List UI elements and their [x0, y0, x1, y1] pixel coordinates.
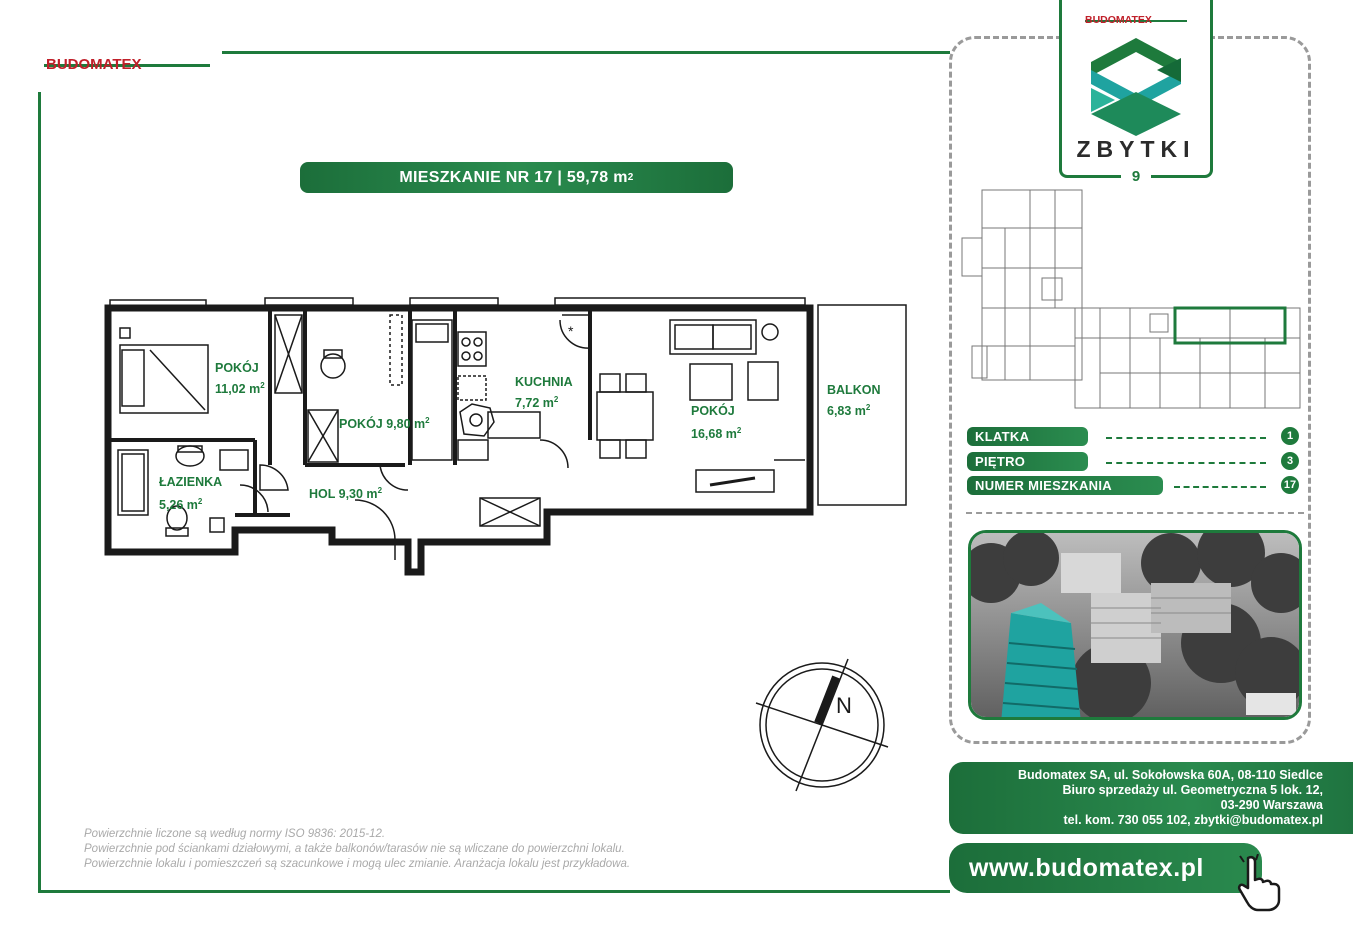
- room-bedroom2-name: POKÓJ 9,80 m2: [339, 416, 430, 432]
- info-label-pietro: PIĘTRO: [967, 452, 1088, 471]
- info-label-klatka: KLATKA: [967, 427, 1088, 446]
- zbytki-name: ZBYTKI: [1076, 136, 1196, 162]
- room-balcony-area: 6,83 m2: [827, 403, 871, 419]
- compass: N: [755, 658, 889, 792]
- note-line: Powierzchnie liczone są według normy ISO…: [84, 828, 386, 840]
- floor-plan: *: [104, 297, 907, 576]
- compass-north-label: N: [836, 693, 852, 718]
- info-value-klatka: 1: [1281, 427, 1299, 445]
- info-dash: [1174, 486, 1266, 488]
- room-living-area: 16,68 m2: [691, 426, 742, 442]
- room-bedroom1-area: 11,02 m2: [215, 381, 265, 397]
- frame-left-border: [38, 92, 41, 892]
- room-hall-name: HOL 9,30 m2: [309, 486, 383, 502]
- budomatex-logo: BUDOMATEX: [44, 56, 210, 73]
- apartment-title-text: MIESZKANIE NR 17 | 59,78 m: [399, 168, 628, 186]
- room-bathroom-name: ŁAZIENKA: [159, 475, 223, 489]
- info-value-pietro: 3: [1281, 452, 1299, 470]
- room-bedroom1-name: POKÓJ: [215, 361, 259, 375]
- zbytki-brand-box: [1059, 0, 1213, 178]
- room-balcony-name: BALKON: [827, 383, 881, 397]
- building-floor-thumbnail: [961, 189, 1301, 409]
- header-line: [222, 51, 950, 54]
- info-dash: [1106, 462, 1266, 464]
- room-kitchen-name: KUCHNIA: [515, 375, 573, 389]
- budomatex-small-logo: BUDOMATEX: [1085, 14, 1187, 26]
- apartment-title-sup: 2: [627, 172, 634, 183]
- panel-separator: [966, 512, 1304, 514]
- note-line: Powierzchnie pod ściankami działowymi, a…: [84, 843, 625, 855]
- svg-text:BUDOMATEX: BUDOMATEX: [1085, 14, 1152, 26]
- building-photo: [968, 530, 1302, 720]
- note-line: Powierzchnie lokalu i pomieszczeń są sza…: [84, 858, 631, 870]
- zbytki-logo-icon: [1091, 38, 1181, 136]
- room-living-name: POKÓJ: [691, 404, 735, 418]
- contact-office: Biuro sprzedaży ul. Geometryczna 5 lok. …: [1062, 783, 1323, 797]
- room-bathroom-area: 5,26 m2: [159, 497, 203, 513]
- info-value-numer: 17: [1281, 476, 1299, 494]
- contact-address: Budomatex SA, ul. Sokołowska 60A, 08-110…: [1018, 768, 1323, 782]
- budomatex-logo-text: BUDOMATEX: [46, 56, 142, 73]
- zbytki-number: 9: [1121, 168, 1151, 185]
- frame-bottom-border: [38, 890, 950, 893]
- disclaimer-notes: Powierzchnie liczone są według normy ISO…: [84, 827, 724, 872]
- contact-city: 03-290 Warszawa: [1220, 798, 1323, 812]
- info-dash: [1106, 437, 1266, 439]
- contact-phone-email: tel. kom. 730 055 102, zbytki@budomatex.…: [1063, 813, 1323, 827]
- room-kitchen-area: 7,72 m2: [515, 395, 559, 411]
- website-link[interactable]: www.budomatex.pl: [949, 843, 1262, 893]
- pointer-hand-icon: [1237, 854, 1281, 912]
- svg-text:*: *: [568, 323, 574, 339]
- info-label-numer: NUMER MIESZKANIA: [967, 476, 1163, 495]
- contact-block: Budomatex SA, ul. Sokołowska 60A, 08-110…: [949, 762, 1353, 834]
